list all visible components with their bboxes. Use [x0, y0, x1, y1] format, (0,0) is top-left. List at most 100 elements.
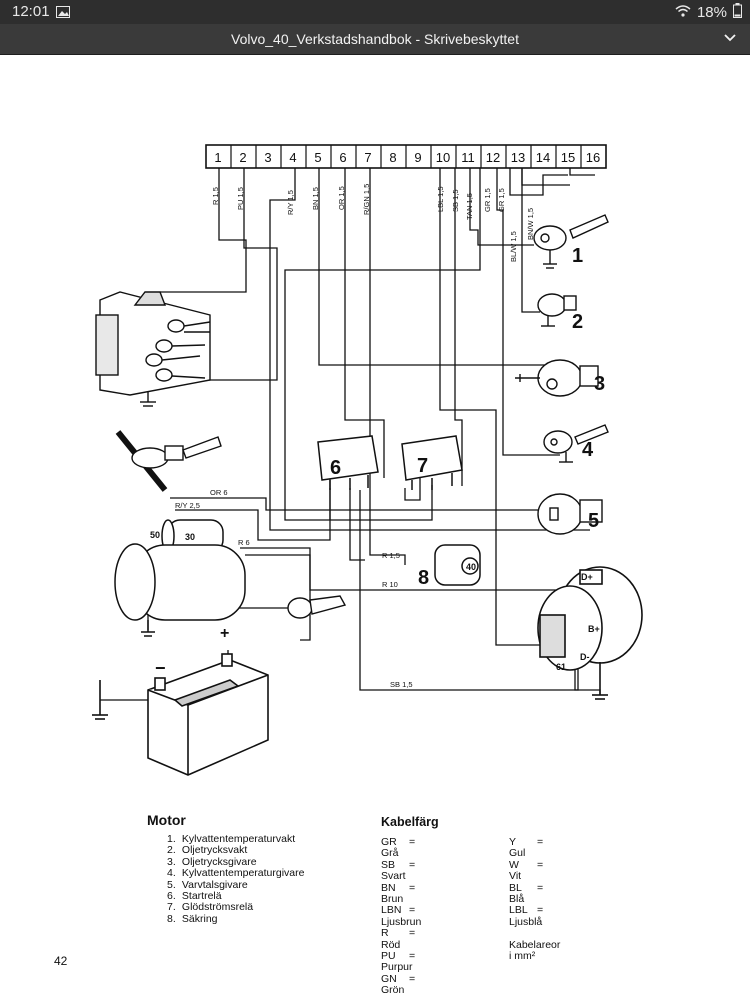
document-title-bar: Volvo_40_Verkstadshandbok - Skrivebeskyt…: [0, 24, 750, 55]
terminal-label: 15: [561, 150, 575, 165]
color-table-right: Y=Gul W=Vit BL=Blå LBL=Ljusblå Kabelareo…: [509, 836, 561, 963]
color-row: LBL=Ljusblå: [509, 904, 544, 928]
color-row: R=Röd: [381, 927, 416, 951]
chevron-down-icon[interactable]: [722, 30, 738, 51]
wire-label: R 1,5: [382, 551, 400, 560]
component-list: 1. Kylvattentemperaturvakt 2. Oljetrycks…: [167, 833, 305, 925]
glow-relay: [401, 435, 463, 490]
battery: [92, 653, 269, 776]
color-row: [509, 928, 560, 939]
terminal-label: 11: [461, 150, 475, 165]
cable-area-note: Kabelareor i mm²: [509, 938, 561, 963]
component-number: 3: [594, 373, 605, 395]
terminal-label: 6: [339, 150, 346, 165]
component-number: 5: [588, 510, 599, 532]
terminal-label: 3: [264, 150, 271, 165]
terminal-mark: +: [220, 625, 229, 642]
wire-label: R 10: [382, 580, 398, 589]
terminal-mark: 61: [556, 662, 566, 672]
glow-plug-block: [95, 291, 211, 407]
terminal-label: 4: [289, 150, 296, 165]
list-item: 8. Säkring: [167, 912, 218, 925]
terminal-label: 16: [586, 150, 600, 165]
terminal-mark: 30: [185, 532, 195, 542]
wire-label: OR 6: [210, 488, 228, 497]
terminal-label: 13: [511, 150, 525, 165]
color-row: BL=Blå: [509, 881, 544, 906]
wire-label: GR 1,5: [497, 188, 506, 212]
wifi-icon: [675, 4, 691, 21]
terminal-strip: 1 2 3 4 5 6 7 8 9 10 11 12 13 14 15 16: [205, 144, 607, 169]
page-number: 42: [54, 954, 68, 968]
cable-color-title: Kabelfärg: [381, 815, 439, 829]
wire-label: SB 1,5: [390, 680, 413, 689]
list-item: 7. Glödströmsrelä: [167, 901, 254, 914]
oil-pressure-switch: [537, 293, 577, 327]
color-row: SB=Svart: [381, 858, 416, 883]
status-bar: 12:01 18%: [0, 0, 750, 24]
speed-sensor: [537, 493, 603, 535]
terminal-label: 1: [214, 150, 221, 165]
list-item: 2. Oljetrycksvakt: [167, 844, 248, 857]
wire-label: R/Y 1,5: [286, 190, 295, 215]
wire-label: GR 1,5: [483, 188, 492, 212]
wire-label: R 6: [238, 538, 250, 547]
component-number: 6: [330, 457, 341, 479]
color-row: BN=Brun: [381, 881, 416, 906]
fuse: [434, 544, 481, 586]
wire-label: LBL 1,5: [436, 186, 445, 212]
terminal-label: 10: [436, 150, 450, 165]
wire-label: TAN 1,5: [465, 193, 474, 220]
terminal-label: 14: [536, 150, 550, 165]
battery-icon: [733, 3, 742, 22]
color-row: LBN=Ljusbrun: [381, 904, 422, 928]
component-number: 7: [417, 455, 428, 477]
color-row: GR=Grå: [381, 836, 416, 860]
wire-label: SB 1,5: [451, 189, 460, 212]
color-table-left: GR=Grå SB=Svart BN=Brun LBN=Ljusbrun R=R…: [381, 836, 439, 997]
temperature-sensor-left: [115, 430, 222, 492]
component-number: 2: [572, 311, 583, 333]
component-number: 4: [582, 439, 594, 461]
wire-label: R/Y 2,5: [175, 501, 200, 510]
wire-label: R 1,5: [211, 187, 220, 205]
color-row: W=Vit: [509, 858, 544, 883]
component-number: 8: [418, 567, 429, 589]
terminal-label: 2: [239, 150, 246, 165]
list-item: 1. Kylvattentemperaturvakt: [167, 833, 296, 845]
status-time: 12:01: [12, 3, 50, 20]
terminal-label: 5: [314, 150, 321, 165]
terminal-label: 9: [414, 150, 421, 165]
coolant-temp-sender: [543, 424, 609, 463]
list-item: 5. Varvtalsgivare: [167, 878, 248, 891]
terminal-label: 12: [486, 150, 500, 165]
cable-color-key: Kabelfärg GR=Grå SB=Svart BN=Brun LBN=Lj…: [381, 815, 560, 996]
battery-level: 18%: [696, 4, 727, 21]
color-row: GN=Grön: [381, 972, 416, 997]
list-item: 6. Startrelä: [167, 890, 222, 903]
gallery-icon: [56, 5, 70, 23]
wire-label: PU 1,5: [236, 187, 245, 210]
component-number: 1: [572, 245, 583, 267]
wire-label: BL/W 1,5: [509, 231, 518, 262]
terminal-label: 7: [364, 150, 371, 165]
alternator: [537, 566, 643, 700]
terminal-mark: 50: [150, 530, 160, 540]
list-item: 4. Kylvattentemperaturgivare: [167, 867, 305, 880]
terminal-mark: B+: [588, 624, 600, 634]
wire-label: R/GN 1,5: [362, 184, 371, 215]
terminal-label: 8: [389, 150, 396, 165]
color-row: Y=Gul: [509, 836, 544, 860]
wire-label: BN 1,5: [311, 187, 320, 210]
glow-plug: [287, 595, 347, 619]
start-relay: [317, 435, 379, 490]
starter-motor: [114, 519, 246, 637]
document-page[interactable]: [0, 55, 750, 1000]
document-title: Volvo_40_Verkstadshandbok - Skrivebeskyt…: [231, 31, 519, 47]
wire-label: OR 1,5: [337, 186, 346, 210]
coolant-temp-switch: [533, 214, 609, 269]
terminal-mark: 40: [466, 562, 476, 572]
list-item: 3. Oljetrycksgivare: [167, 855, 257, 868]
color-row: PU=Purpur: [381, 950, 416, 974]
terminal-mark: D+: [581, 572, 593, 582]
